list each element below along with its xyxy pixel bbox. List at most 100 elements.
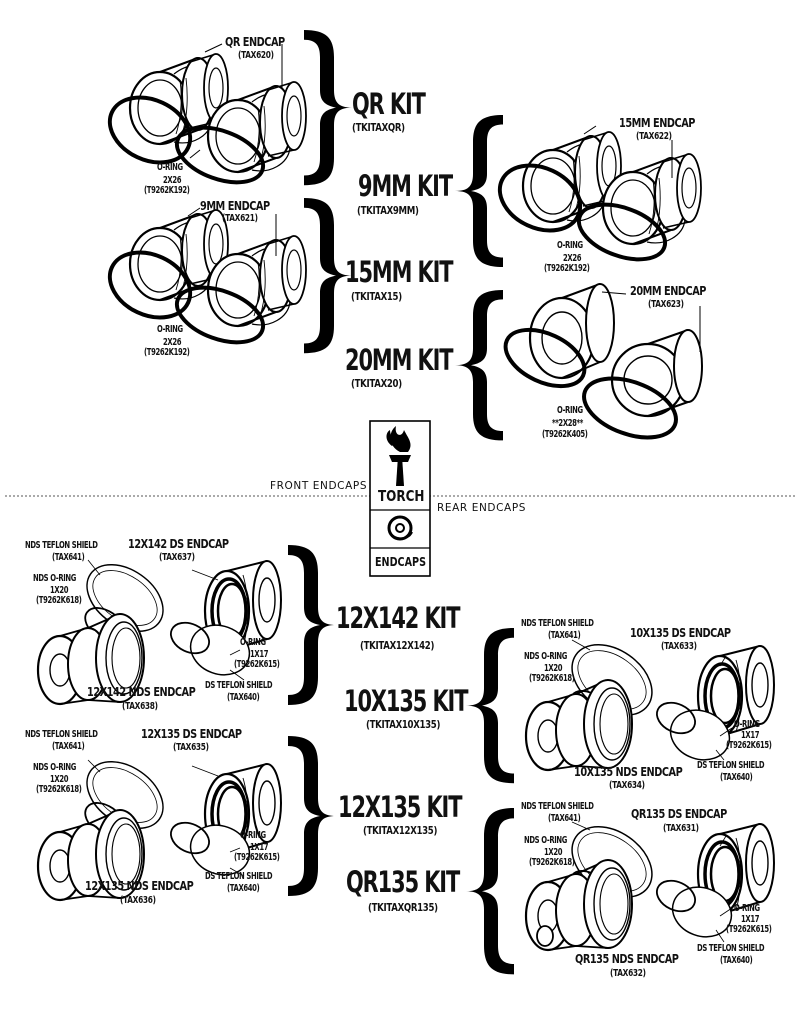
- k12x135-kit-code: (TKITAX12X135): [363, 824, 438, 837]
- fifteen-oring-code: (T9262K192): [544, 263, 590, 274]
- qr-kit-title: QR KIT: [352, 87, 426, 121]
- nine-oring-code: (T9262K192): [144, 347, 190, 358]
- qr135-ds-endcap-label: QR135 DS ENDCAP: [631, 806, 727, 821]
- twenty-oring-label: O-RING: [557, 405, 583, 416]
- qr-endcap-code: (TAX620): [238, 50, 274, 61]
- k12x142-ds-shield-label: DS TEFLON SHIELD: [205, 680, 273, 691]
- qr135-kit-title: QR135 KIT: [346, 865, 460, 899]
- qr-oring-right: [174, 125, 266, 185]
- qr135-ds-oring-label: O-RING: [734, 903, 760, 914]
- qr135-ds-endcap-code: (TAX631): [663, 823, 699, 834]
- qr135-ds-shield-label: DS TEFLON SHIELD: [697, 943, 765, 954]
- twenty-oring-code: (T9262K405): [542, 429, 588, 440]
- qr135-kit-code: (TKITAXQR135): [368, 901, 438, 914]
- k12x135-ds-endcap-code: (TAX635): [173, 742, 209, 753]
- fifteen-oring-size: 2X26: [563, 253, 582, 264]
- k10x135-nds-oring-size: 1X20: [544, 663, 563, 674]
- k12x142-ds-shield-code: (TAX640): [227, 692, 260, 703]
- twenty-oring-left: [503, 327, 587, 389]
- twenty-kit-title: 20MM KIT: [345, 343, 454, 377]
- k10x135-nds-endcap: [524, 678, 634, 772]
- fifteen-kit-code: (TKITAX15): [351, 290, 402, 303]
- fifteen-endcap-label: 15MM ENDCAP: [619, 115, 695, 130]
- fifteen-endcap-leader: [583, 125, 673, 178]
- k12x135-ds-oring-label: O-RING: [240, 830, 266, 841]
- k12x142-kit-title: 12X142 KIT: [336, 601, 460, 635]
- k10x135-nds-oring-code: (T9262K618): [529, 673, 575, 684]
- logo-subtitle: ENDCAPS: [375, 555, 426, 569]
- k12x135-kit-brace: [288, 736, 336, 896]
- nine-endcap-label: 9MM ENDCAP: [200, 198, 270, 213]
- nine-endcap-leader: [187, 207, 277, 256]
- k10x135-ds-oring: [656, 701, 696, 735]
- qr135-nds-oring-code: (T9262K618): [529, 857, 575, 868]
- k10x135-ds-shield-label: DS TEFLON SHIELD: [697, 760, 765, 771]
- k12x135-nds-shield-code: (TAX641): [52, 741, 85, 752]
- k12x142-nds-endcap-code: (TAX638): [122, 701, 158, 712]
- k10x135-nds-endcap-label: 10X135 NDS ENDCAP: [574, 764, 683, 779]
- fifteen-oring-right: [576, 202, 668, 262]
- qr-kit-brace: [304, 30, 352, 186]
- endcap-swirl-icon: [387, 515, 413, 541]
- nine-kit-code: (TKITAX9MM): [357, 204, 419, 217]
- k12x135-nds-oring-label: NDS O-RING: [33, 762, 77, 773]
- k12x135-nds-oring-code: (T9262K618): [36, 784, 82, 795]
- k12x135-leaders: [87, 759, 245, 877]
- k12x142-ds-oring-code: (T9262K615): [234, 659, 280, 670]
- front-endcaps-label: FRONT ENDCAPS: [270, 480, 368, 492]
- k12x135-kit-title: 12X135 KIT: [338, 790, 462, 824]
- k12x142-ds-oring-label: O-RING: [240, 637, 266, 648]
- nine-oring-size: 2X26: [163, 337, 182, 348]
- qr-endcap-leader: [204, 43, 283, 88]
- rear-endcaps-label: REAR ENDCAPS: [437, 502, 527, 514]
- k12x142-ds-shield: [189, 624, 251, 676]
- k12x135-nds-endcap-label: 12X135 NDS ENDCAP: [85, 878, 194, 893]
- k12x142-ds-endcap-label: 12X142 DS ENDCAP: [128, 536, 229, 551]
- fifteen-oring-label: O-RING: [557, 240, 583, 251]
- k10x135-nds-shield-code: (TAX641): [548, 630, 581, 641]
- k10x135-ds-oring-size: 1X17: [741, 730, 760, 741]
- qr135-nds-endcap-label: QR135 NDS ENDCAP: [575, 951, 679, 966]
- k12x135-nds-endcap-code: (TAX636): [120, 895, 156, 906]
- qr135-nds-oring-size: 1X20: [544, 847, 563, 858]
- twenty-endcap-right: [610, 329, 703, 418]
- qr135-nds-shield-code: (TAX641): [548, 813, 581, 824]
- k12x142-ds-oring: [170, 621, 210, 655]
- nine-oring-label: O-RING: [157, 324, 183, 335]
- k12x135-ds-shield: [189, 824, 251, 876]
- k12x135-nds-oring-size: 1X20: [50, 774, 69, 785]
- k10x135-ds-shield-code: (TAX640): [720, 772, 753, 783]
- qr-oring-left: [107, 95, 193, 165]
- k12x142-ds-oring-size: 1X17: [250, 649, 269, 660]
- k10x135-nds-shield-label: NDS TEFLON SHIELD: [521, 618, 594, 629]
- k12x135-ds-oring-code: (T9262K615): [234, 852, 280, 863]
- k10x135-nds-oring-label: NDS O-RING: [524, 651, 568, 662]
- qr135-nds-oring-label: NDS O-RING: [524, 835, 568, 846]
- qr-oring-size: 2X26: [163, 175, 182, 186]
- k12x142-nds-oring-code: (T9262K618): [36, 595, 82, 606]
- k10x135-ds-endcap-label: 10X135 DS ENDCAP: [630, 625, 731, 640]
- fifteen-endcap-code: (TAX622): [636, 131, 672, 142]
- qr135-nds-endcap-code: (TAX632): [610, 968, 646, 979]
- qr135-ds-shield-code: (TAX640): [720, 955, 753, 966]
- k10x135-ds-endcap-code: (TAX633): [661, 641, 697, 652]
- k10x135-leaders: [571, 639, 733, 761]
- k10x135-ds-oring-label: O-RING: [734, 719, 760, 730]
- k12x142-nds-shield-code: (TAX641): [52, 552, 85, 563]
- k12x142-leaders: [87, 559, 245, 681]
- nine-endcap-code: (TAX621): [222, 213, 258, 224]
- nine-kit-brace: [455, 115, 503, 267]
- qr-oring-leader: [189, 149, 201, 159]
- qr135-ds-oring-size: 1X17: [741, 914, 760, 925]
- qr-oring-label: O-RING: [157, 162, 183, 173]
- k12x142-kit-code: (TKITAX12X142): [360, 639, 435, 652]
- qr135-leaders: [571, 821, 733, 943]
- nine-oring-right: [174, 285, 266, 345]
- k12x142-nds-oring-size: 1X20: [50, 585, 69, 596]
- k12x135-ds-oring-size: 1X17: [250, 842, 269, 853]
- qr-endcap-label: QR ENDCAP: [225, 34, 285, 49]
- qr-kit-code: (TKITAXQR): [352, 121, 405, 134]
- twenty-kit-brace: [455, 290, 503, 441]
- nine-oring-left: [107, 250, 193, 320]
- twenty-kit-code: (TKITAX20): [351, 377, 402, 390]
